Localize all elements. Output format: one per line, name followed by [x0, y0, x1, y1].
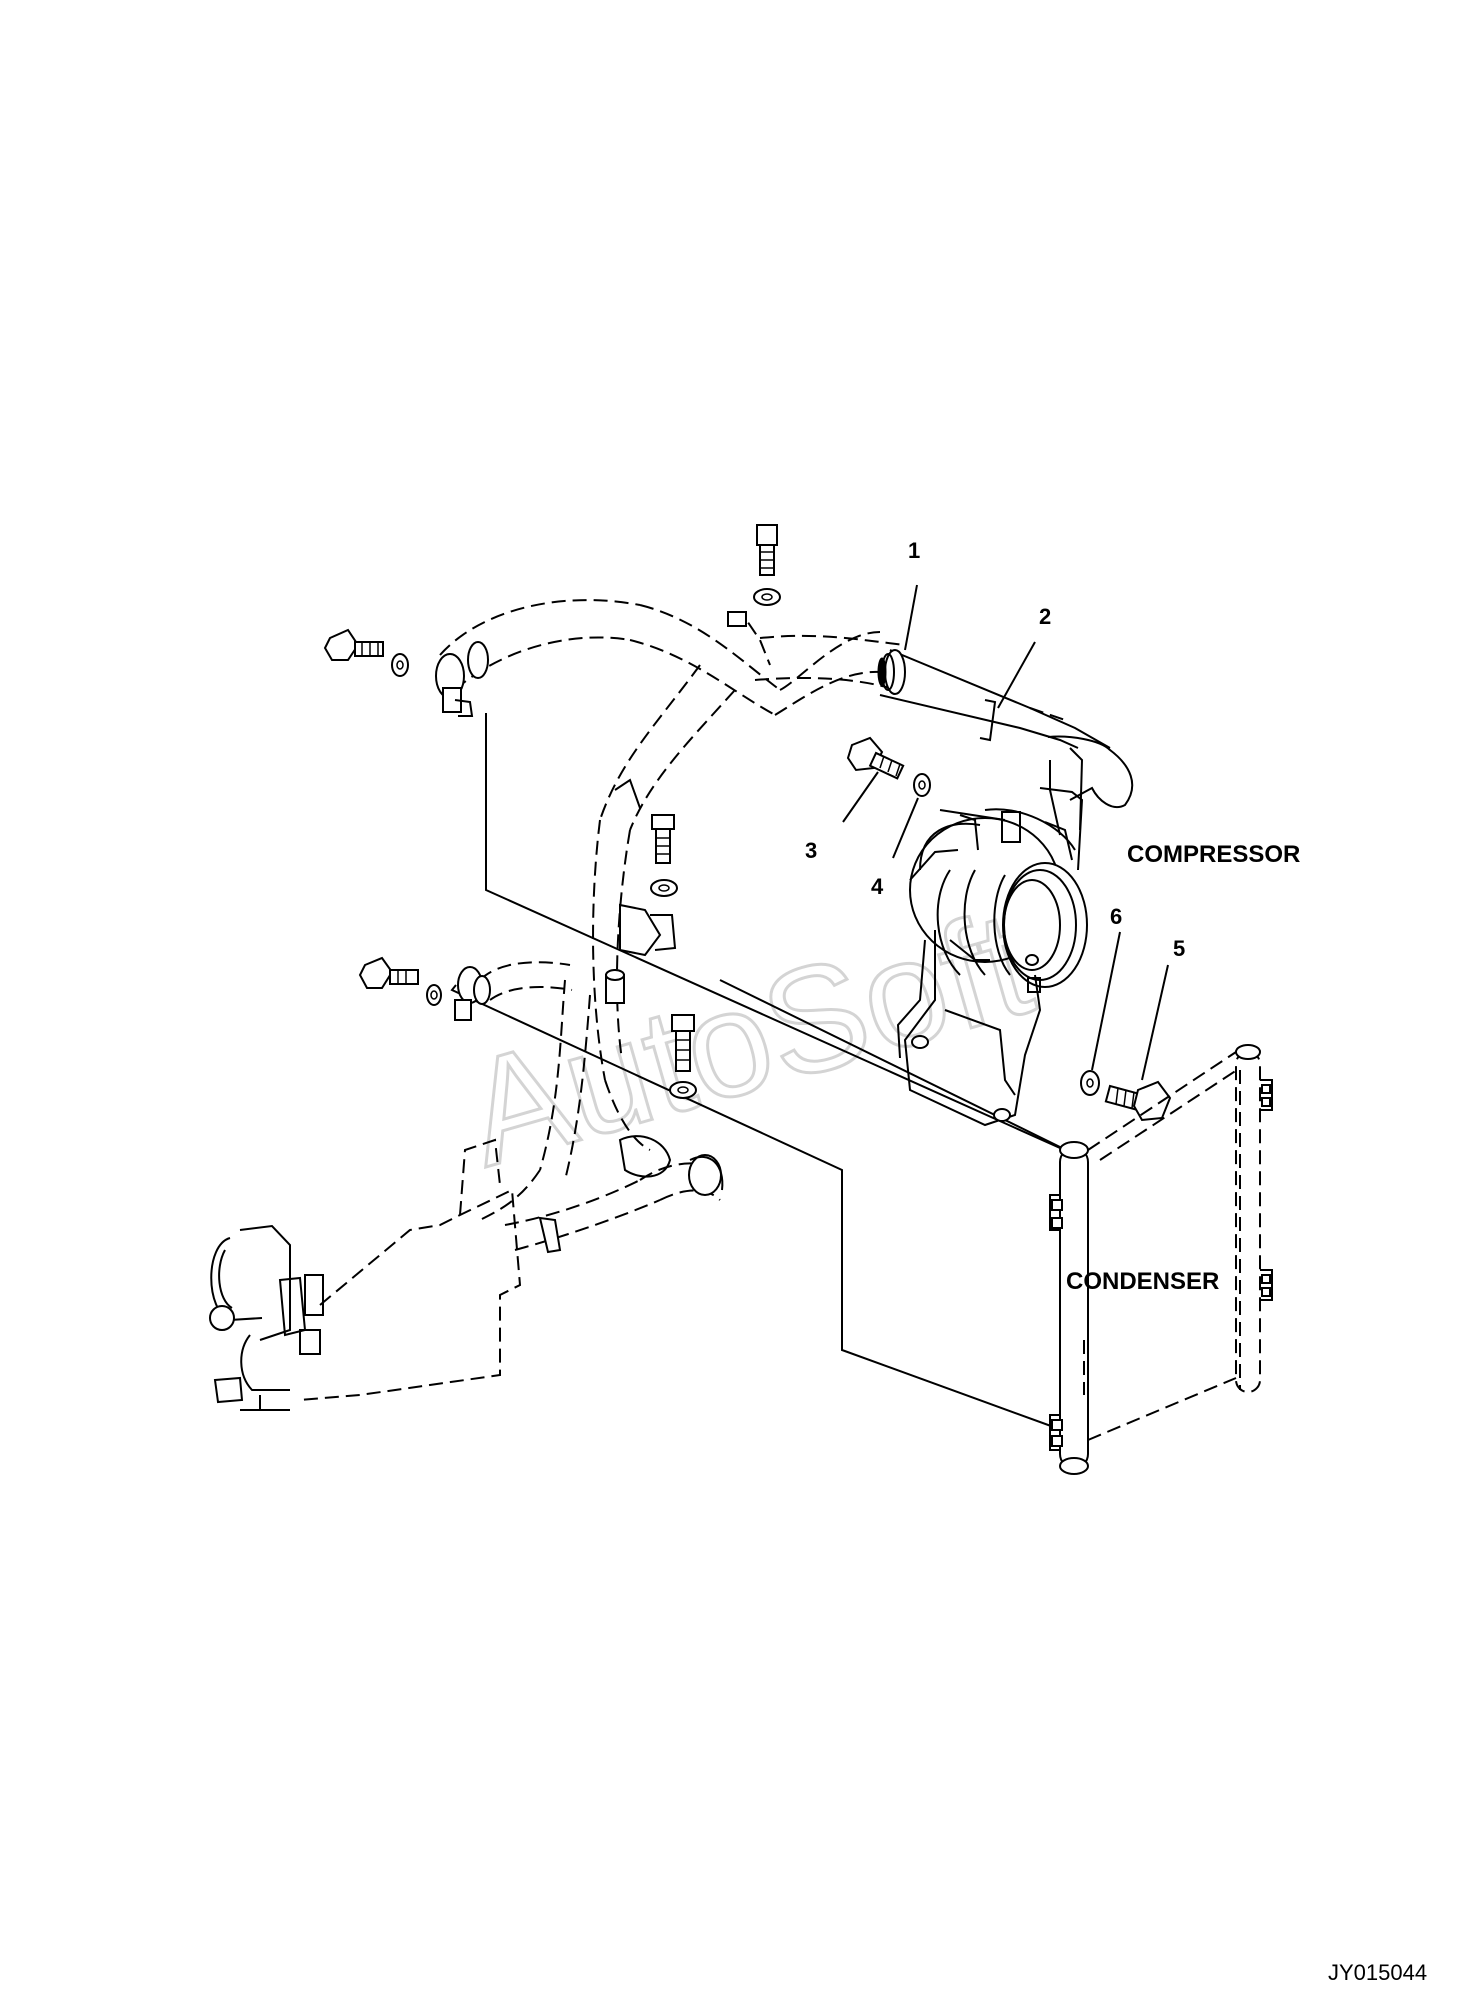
callout-4: 4: [871, 874, 884, 899]
receiver-bracket: [209, 1138, 522, 1411]
callout-3: 3: [805, 838, 817, 863]
bolt-middle-left: [358, 956, 442, 1006]
callout-6: 6: [1110, 904, 1122, 929]
callout-5: 5: [1173, 936, 1185, 961]
compressor-label: COMPRESSOR: [1127, 841, 1300, 868]
callout-leaders: [842, 584, 1169, 1081]
bolt-lower-middle: [669, 1014, 697, 1099]
compressor: [877, 649, 1134, 1127]
hose-fittings: [435, 611, 771, 1254]
condenser-label: CONDENSER: [1066, 1268, 1219, 1295]
bolt-upper-left: [323, 628, 409, 677]
watermark-text: AutoSoft: [448, 878, 1047, 1198]
condenser: [1049, 1044, 1273, 1475]
callout-1: 1: [908, 538, 920, 563]
bolt-middle: [650, 814, 678, 897]
callout-2: 2: [1039, 604, 1051, 629]
drawing-id: JY015044: [1328, 1960, 1427, 1985]
hose-assembly: [439, 599, 906, 1251]
compressor-bolt-upper: [846, 736, 931, 797]
bolt-top: [753, 524, 781, 606]
compressor-bolt-lower: [1080, 1070, 1172, 1122]
hose-bolts: [323, 524, 781, 1099]
